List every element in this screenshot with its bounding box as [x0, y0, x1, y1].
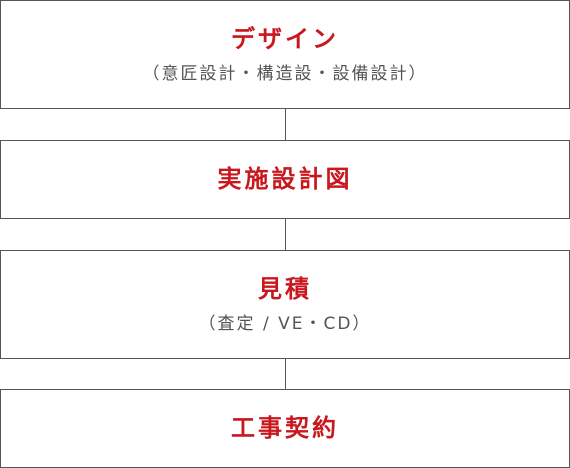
- step-design: デザイン （意匠設計・構造設・設備設計）: [0, 0, 570, 109]
- step-subtitle: （査定 / VE・CD）: [198, 313, 372, 334]
- step-estimate: 見積 （査定 / VE・CD）: [0, 250, 570, 359]
- connector-line: [285, 109, 286, 140]
- step-subtitle: （意匠設計・構造設・設備設計）: [142, 63, 428, 84]
- connector-line: [285, 359, 286, 389]
- step-construction-contract: 工事契約: [0, 389, 570, 468]
- step-working-drawings: 実施設計図: [0, 140, 570, 219]
- step-title: 実施設計図: [217, 165, 353, 194]
- step-title: 見積: [258, 274, 312, 303]
- step-title: 工事契約: [231, 414, 339, 443]
- connector-line: [285, 219, 286, 250]
- step-title: デザイン: [231, 24, 339, 53]
